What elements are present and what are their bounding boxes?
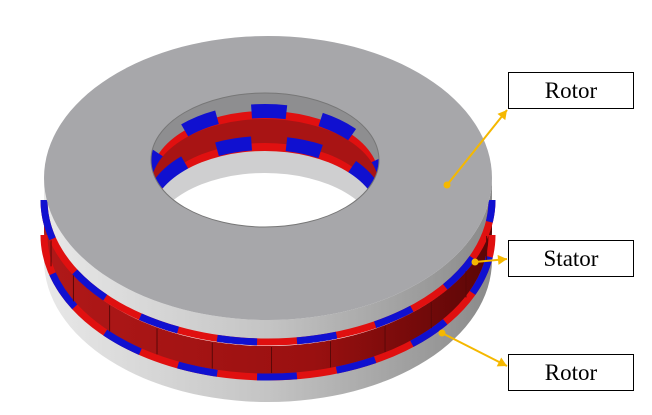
leader-line [446,109,508,186]
arrowhead-icon [497,254,507,265]
stator-label: Stator [508,240,634,277]
leader-line [441,332,508,367]
rotor-bottom-leader [438,329,508,367]
magnet-ring-south [40,234,496,381]
leader-lines [438,109,508,367]
stator-leader [471,254,508,266]
rotor-top-label: Rotor [508,72,634,109]
rotor-bottom-label: Rotor [508,354,634,391]
inner-magnet-south [151,104,379,227]
hole-edge [150,92,380,228]
machine-body [40,36,496,402]
hole-opening [151,173,379,227]
arrowhead-icon [496,357,507,367]
stator-side [44,204,492,374]
arrowhead-icon [497,110,507,121]
rotor-top-leader [443,109,508,189]
magnet-ring-south [40,199,496,346]
